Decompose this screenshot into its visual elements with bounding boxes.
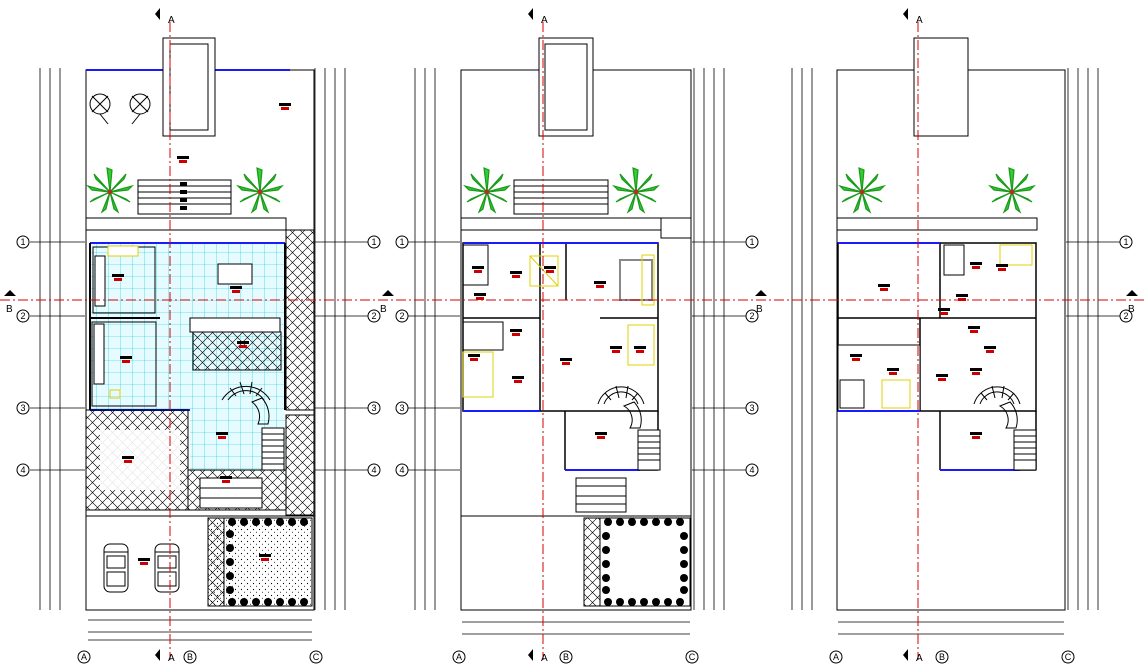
axis-label: 4: [20, 465, 25, 475]
palm-tree-icon: [87, 167, 133, 213]
grid-axis-lines: [30, 241, 1120, 471]
dimension-lines: [791, 68, 1099, 635]
section-label-a: A: [916, 653, 923, 664]
axis-label: 3: [749, 403, 754, 413]
section-label-b: B: [756, 304, 763, 315]
palm-tree-icon: [839, 167, 885, 213]
dimension-lines: [414, 68, 725, 635]
axis-label: B: [187, 652, 193, 662]
section-lines: [0, 22, 1145, 660]
axis-label: B: [939, 652, 945, 662]
palm-tree-icon: [464, 167, 510, 213]
axis-label: 4: [399, 465, 404, 475]
section-label-b: B: [380, 304, 387, 315]
section-label-a: A: [541, 653, 548, 664]
axis-label: A: [456, 652, 462, 662]
ground-floor-plan: [39, 37, 346, 641]
section-label-a: A: [168, 653, 175, 664]
axis-label: 2: [20, 311, 25, 321]
axis-label: A: [833, 652, 839, 662]
section-label-b: B: [1128, 304, 1135, 315]
axis-label: 1: [371, 237, 376, 247]
axis-label: 3: [371, 403, 376, 413]
axis-label: 1: [1123, 237, 1128, 247]
second-floor-plan: [791, 37, 1099, 635]
axis-label: 2: [749, 311, 754, 321]
axis-label: B: [563, 652, 569, 662]
axis-label: A: [81, 652, 87, 662]
car-icon: [103, 543, 129, 593]
axis-label: 2: [1123, 311, 1128, 321]
section-label-a: A: [916, 15, 923, 26]
staircase-icon: [973, 385, 1021, 429]
staircase-icon: [221, 381, 271, 425]
axis-label: 4: [749, 465, 754, 475]
axis-label: C: [689, 652, 696, 662]
axis-label: C: [313, 652, 320, 662]
section-arrow-icon: [4, 8, 1138, 661]
palm-tree-icon: [613, 167, 659, 213]
palm-tree-icon: [237, 167, 283, 213]
car-icon: [154, 543, 180, 593]
axis-label: 4: [371, 465, 376, 475]
axis-label: 1: [749, 237, 754, 247]
umbrella-icon: [89, 93, 151, 125]
first-floor-plan: [414, 37, 725, 635]
axis-label: 1: [399, 237, 404, 247]
section-label-b: B: [6, 304, 13, 315]
axis-label: 3: [399, 403, 404, 413]
axis-bubble-icon: [16, 235, 1133, 664]
axis-label: 2: [371, 311, 376, 321]
staircase-icon: [597, 385, 645, 429]
axis-label: 2: [399, 311, 404, 321]
dimension-lines: [39, 68, 346, 641]
axis-label: C: [1065, 652, 1072, 662]
section-label-a: A: [541, 15, 548, 26]
axis-label: 1: [20, 237, 25, 247]
section-label-a: A: [168, 15, 175, 26]
palm-tree-icon: [989, 167, 1035, 213]
axis-label: 3: [20, 403, 25, 413]
